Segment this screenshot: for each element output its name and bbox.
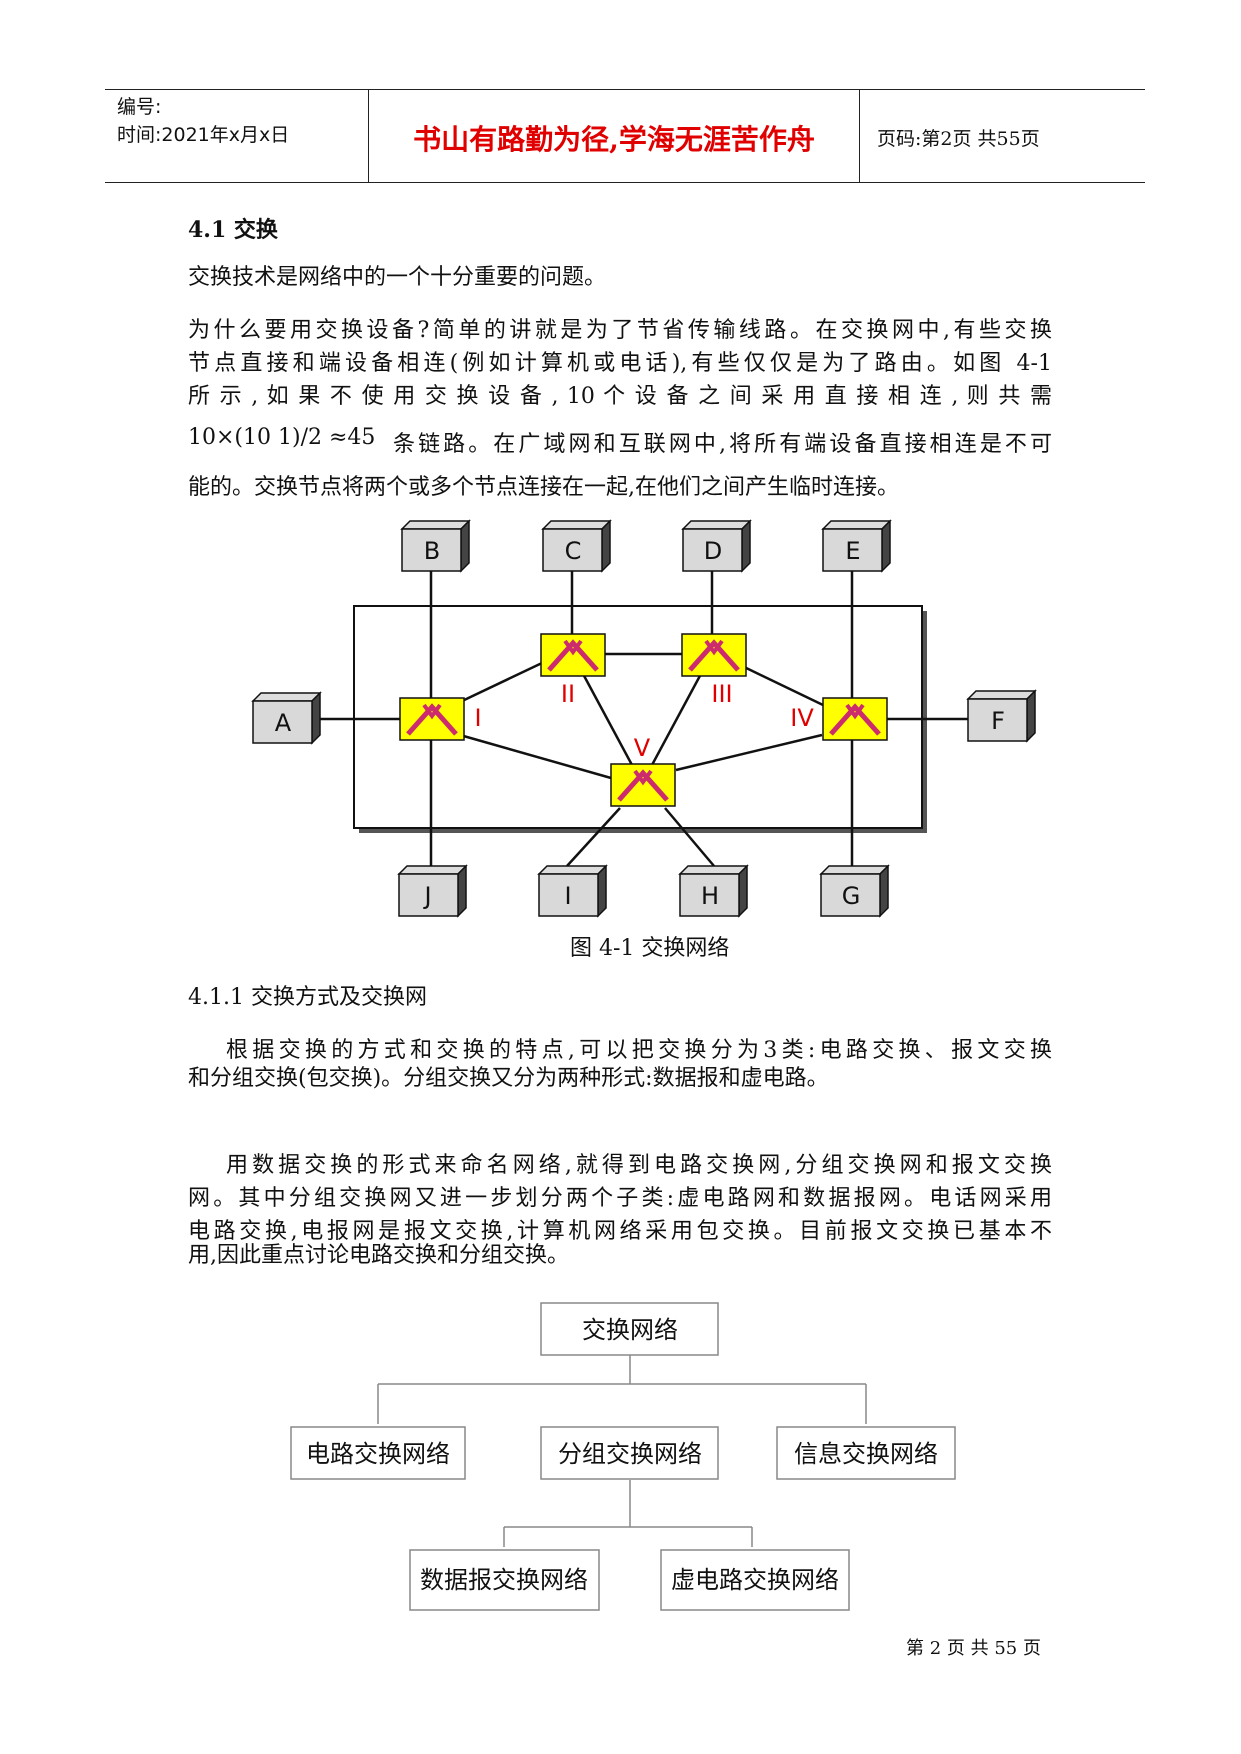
paragraph-4-line-3: 电路交换,电报网是报文交换,计算机网络采用包交换。目前报文交换已基本不 <box>188 1219 1052 1244</box>
terminal-F <box>966 689 1037 743</box>
document-number-label: 编号: <box>117 96 162 118</box>
paragraph-4-line-1: 用数据交换的形式来命名网络,就得到电路交换网,分组交换网和报文交换 <box>226 1153 1052 1178</box>
switch-node-IV <box>822 697 888 741</box>
terminal-label: A <box>275 709 292 737</box>
terminal-label: G <box>842 882 861 910</box>
terminal-label: H <box>701 882 719 910</box>
paragraph-2-line-4: 条链路。在广域网和互联网中,将所有端设备直接相连是不可 <box>393 432 1052 457</box>
terminal-label: J <box>422 882 431 910</box>
terminal-D <box>681 519 752 573</box>
tree-node-datagram: 数据报交换网络 <box>420 1566 588 1594</box>
paragraph-1: 交换技术是网络中的一个十分重要的问题。 <box>188 265 607 290</box>
switch-node-I <box>399 697 465 741</box>
tree-node-box <box>409 1549 600 1611</box>
terminal-A <box>251 691 322 745</box>
switch-label: I <box>474 704 481 732</box>
terminal-label: I <box>564 882 571 910</box>
tree-node-circuit: 电路交换网络 <box>306 1440 450 1468</box>
switch-label: II <box>561 680 575 708</box>
section-heading: 4.1 交换 <box>188 217 278 243</box>
tree-node-box <box>660 1549 850 1611</box>
paragraph-3-line-2: 和分组交换(包交换)。分组交换又分为两种形式:数据报和虚电路。 <box>188 1066 829 1091</box>
terminal-label: F <box>991 707 1005 735</box>
tree-node-box <box>540 1426 719 1480</box>
terminal-label: D <box>704 537 722 565</box>
header-page-cell: 页码:第2页 共55页 <box>861 90 1145 182</box>
paragraph-4-line-2: 网。其中分组交换网又进一步划分两个子类:虚电路网和数据报网。电话网采用 <box>188 1186 1052 1211</box>
paragraph-3-line-1: 根据交换的方式和交换的特点,可以把交换分为3类:电路交换、报文交换 <box>226 1038 1052 1063</box>
switch-symbol-icon <box>688 639 740 672</box>
terminal-J <box>397 864 468 918</box>
header-motto: 书山有路勤为径,学海无涯苦作舟 <box>413 123 815 156</box>
switch-node-II <box>540 633 606 677</box>
document-time-label: 时间:2021年x月x日 <box>117 124 290 146</box>
switch-symbol-icon <box>829 703 881 736</box>
tree-node-box <box>290 1426 466 1480</box>
paragraph-2-line-2: 节点直接和端设备相连(例如计算机或电话),有些仅仅是为了路由。如图 4-1 <box>188 351 1052 376</box>
terminal-E <box>821 519 892 573</box>
terminal-label: E <box>845 537 860 565</box>
tree-node-packet: 分组交换网络 <box>558 1440 702 1468</box>
subsection-heading: 4.1.1 交换方式及交换网 <box>188 985 427 1010</box>
paragraph-2-line-1: 为什么要用交换设备?简单的讲就是为了节省传输线路。在交换网中,有些交换 <box>188 318 1052 343</box>
paragraph-2-line-5: 能的。交换节点将两个或多个节点连接在一起,在他们之间产生临时连接。 <box>188 475 899 500</box>
switch-node-V <box>610 763 676 807</box>
tree-root-box <box>540 1302 719 1356</box>
terminal-I <box>537 864 608 918</box>
tree-root: 交换网络 <box>582 1316 678 1344</box>
terminal-H <box>678 864 749 918</box>
terminal-B <box>400 519 471 573</box>
header-meta-cell: 编号: 时间:2021年x月x日 <box>105 90 369 182</box>
figure-caption: 图 4-1 交换网络 <box>570 936 730 961</box>
terminal-label: C <box>565 537 582 565</box>
tree-node-virtual-circuit: 虚电路交换网络 <box>671 1566 839 1594</box>
header-page-info: 页码:第2页 共55页 <box>877 128 1040 150</box>
terminal-label: B <box>424 537 440 565</box>
paragraph-2-formula: 10×(10 1)/2 ≈45 <box>188 425 376 450</box>
header-motto-cell: 书山有路勤为径,学海无涯苦作舟 <box>369 90 860 182</box>
paragraph-2-line-3: 所 示 , 如 果 不 使 用 交 换 设 备 , 10 个 设 备 之 间 采… <box>188 384 1052 409</box>
switch-symbol-icon <box>547 639 599 672</box>
switch-symbol-icon <box>617 769 669 802</box>
terminal-C <box>541 519 612 573</box>
paragraph-4-line-4: 用,因此重点讨论电路交换和分组交换。 <box>188 1243 569 1268</box>
page-header: 编号: 时间:2021年x月x日 书山有路勤为径,学海无涯苦作舟 页码:第2页 … <box>105 89 1145 183</box>
switch-label: III <box>711 680 732 708</box>
tree-node-box <box>776 1426 956 1480</box>
switch-label: IV <box>790 704 814 732</box>
switch-node-III <box>681 633 747 677</box>
page-footer: 第 2 页 共 55 页 <box>906 1638 1041 1659</box>
switch-symbol-icon <box>406 703 458 736</box>
switch-label: V <box>634 734 651 762</box>
terminal-G <box>819 864 890 918</box>
tree-node-message: 信息交换网络 <box>794 1440 938 1468</box>
